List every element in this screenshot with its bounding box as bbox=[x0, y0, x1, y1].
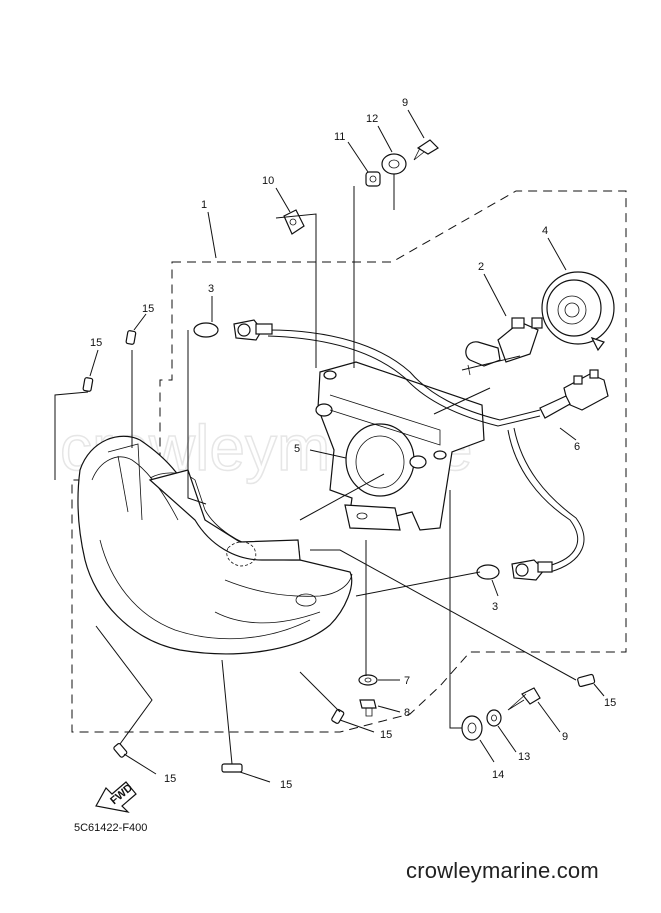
callout-3-upper: 3 bbox=[208, 283, 214, 295]
callout-12: 12 bbox=[366, 113, 378, 125]
callout-14: 14 bbox=[492, 769, 504, 781]
callout-7: 7 bbox=[404, 675, 410, 687]
callout-15-b: 15 bbox=[90, 337, 102, 349]
leader-lines bbox=[54, 109, 605, 783]
connector-part-6 bbox=[539, 369, 609, 419]
screw-part-9-lower bbox=[507, 687, 541, 711]
clip-part-15-e bbox=[331, 708, 345, 724]
clip-part-15-c bbox=[113, 743, 128, 758]
nut-part-10 bbox=[283, 209, 305, 235]
callout-8: 8 bbox=[404, 707, 410, 719]
screw-part-9-upper bbox=[413, 139, 439, 161]
fwd-arrow: FWD bbox=[95, 781, 137, 813]
callout-4: 4 bbox=[542, 225, 548, 237]
callout-15-d: 15 bbox=[280, 779, 292, 791]
clip-part-15-b bbox=[82, 377, 94, 392]
clip-part-15-f bbox=[577, 673, 596, 688]
collar-part-11 bbox=[365, 171, 381, 187]
callout-15-c: 15 bbox=[164, 773, 176, 785]
grommet-part-14 bbox=[461, 715, 483, 741]
bulb-part-3-lower bbox=[476, 559, 553, 581]
callout-11: 11 bbox=[334, 131, 345, 143]
callout-13: 13 bbox=[518, 751, 530, 763]
assembly-boundary bbox=[71, 190, 627, 733]
bulb-cover-part-4 bbox=[541, 271, 615, 352]
site-url: crowleymarine.com bbox=[406, 858, 599, 883]
callout-15-e: 15 bbox=[380, 729, 392, 741]
washer-part-7 bbox=[358, 674, 378, 686]
callout-15-f: 15 bbox=[604, 697, 616, 709]
clip-part-15-d bbox=[221, 763, 243, 773]
wire-harness bbox=[267, 329, 585, 573]
callout-6: 6 bbox=[574, 441, 580, 453]
bolt-part-8 bbox=[359, 699, 377, 717]
callout-15-a: 15 bbox=[142, 303, 154, 315]
callout-9-lower: 9 bbox=[562, 731, 568, 743]
callout-5: 5 bbox=[294, 443, 300, 455]
grommet-part-12 bbox=[381, 153, 407, 175]
callout-1: 1 bbox=[201, 199, 207, 211]
bulb-part-3-upper bbox=[193, 319, 273, 341]
drawing-code: 5C61422-F400 bbox=[74, 822, 148, 834]
callout-2: 2 bbox=[478, 261, 484, 273]
headlight-bracket bbox=[315, 361, 485, 531]
washer-part-13 bbox=[486, 709, 502, 727]
callout-10: 10 bbox=[262, 175, 274, 187]
headlight-bulb-part-2 bbox=[465, 317, 543, 376]
callout-3-lower: 3 bbox=[492, 601, 498, 613]
clip-part-15-a bbox=[125, 330, 137, 345]
callout-9-upper: 9 bbox=[402, 97, 408, 109]
